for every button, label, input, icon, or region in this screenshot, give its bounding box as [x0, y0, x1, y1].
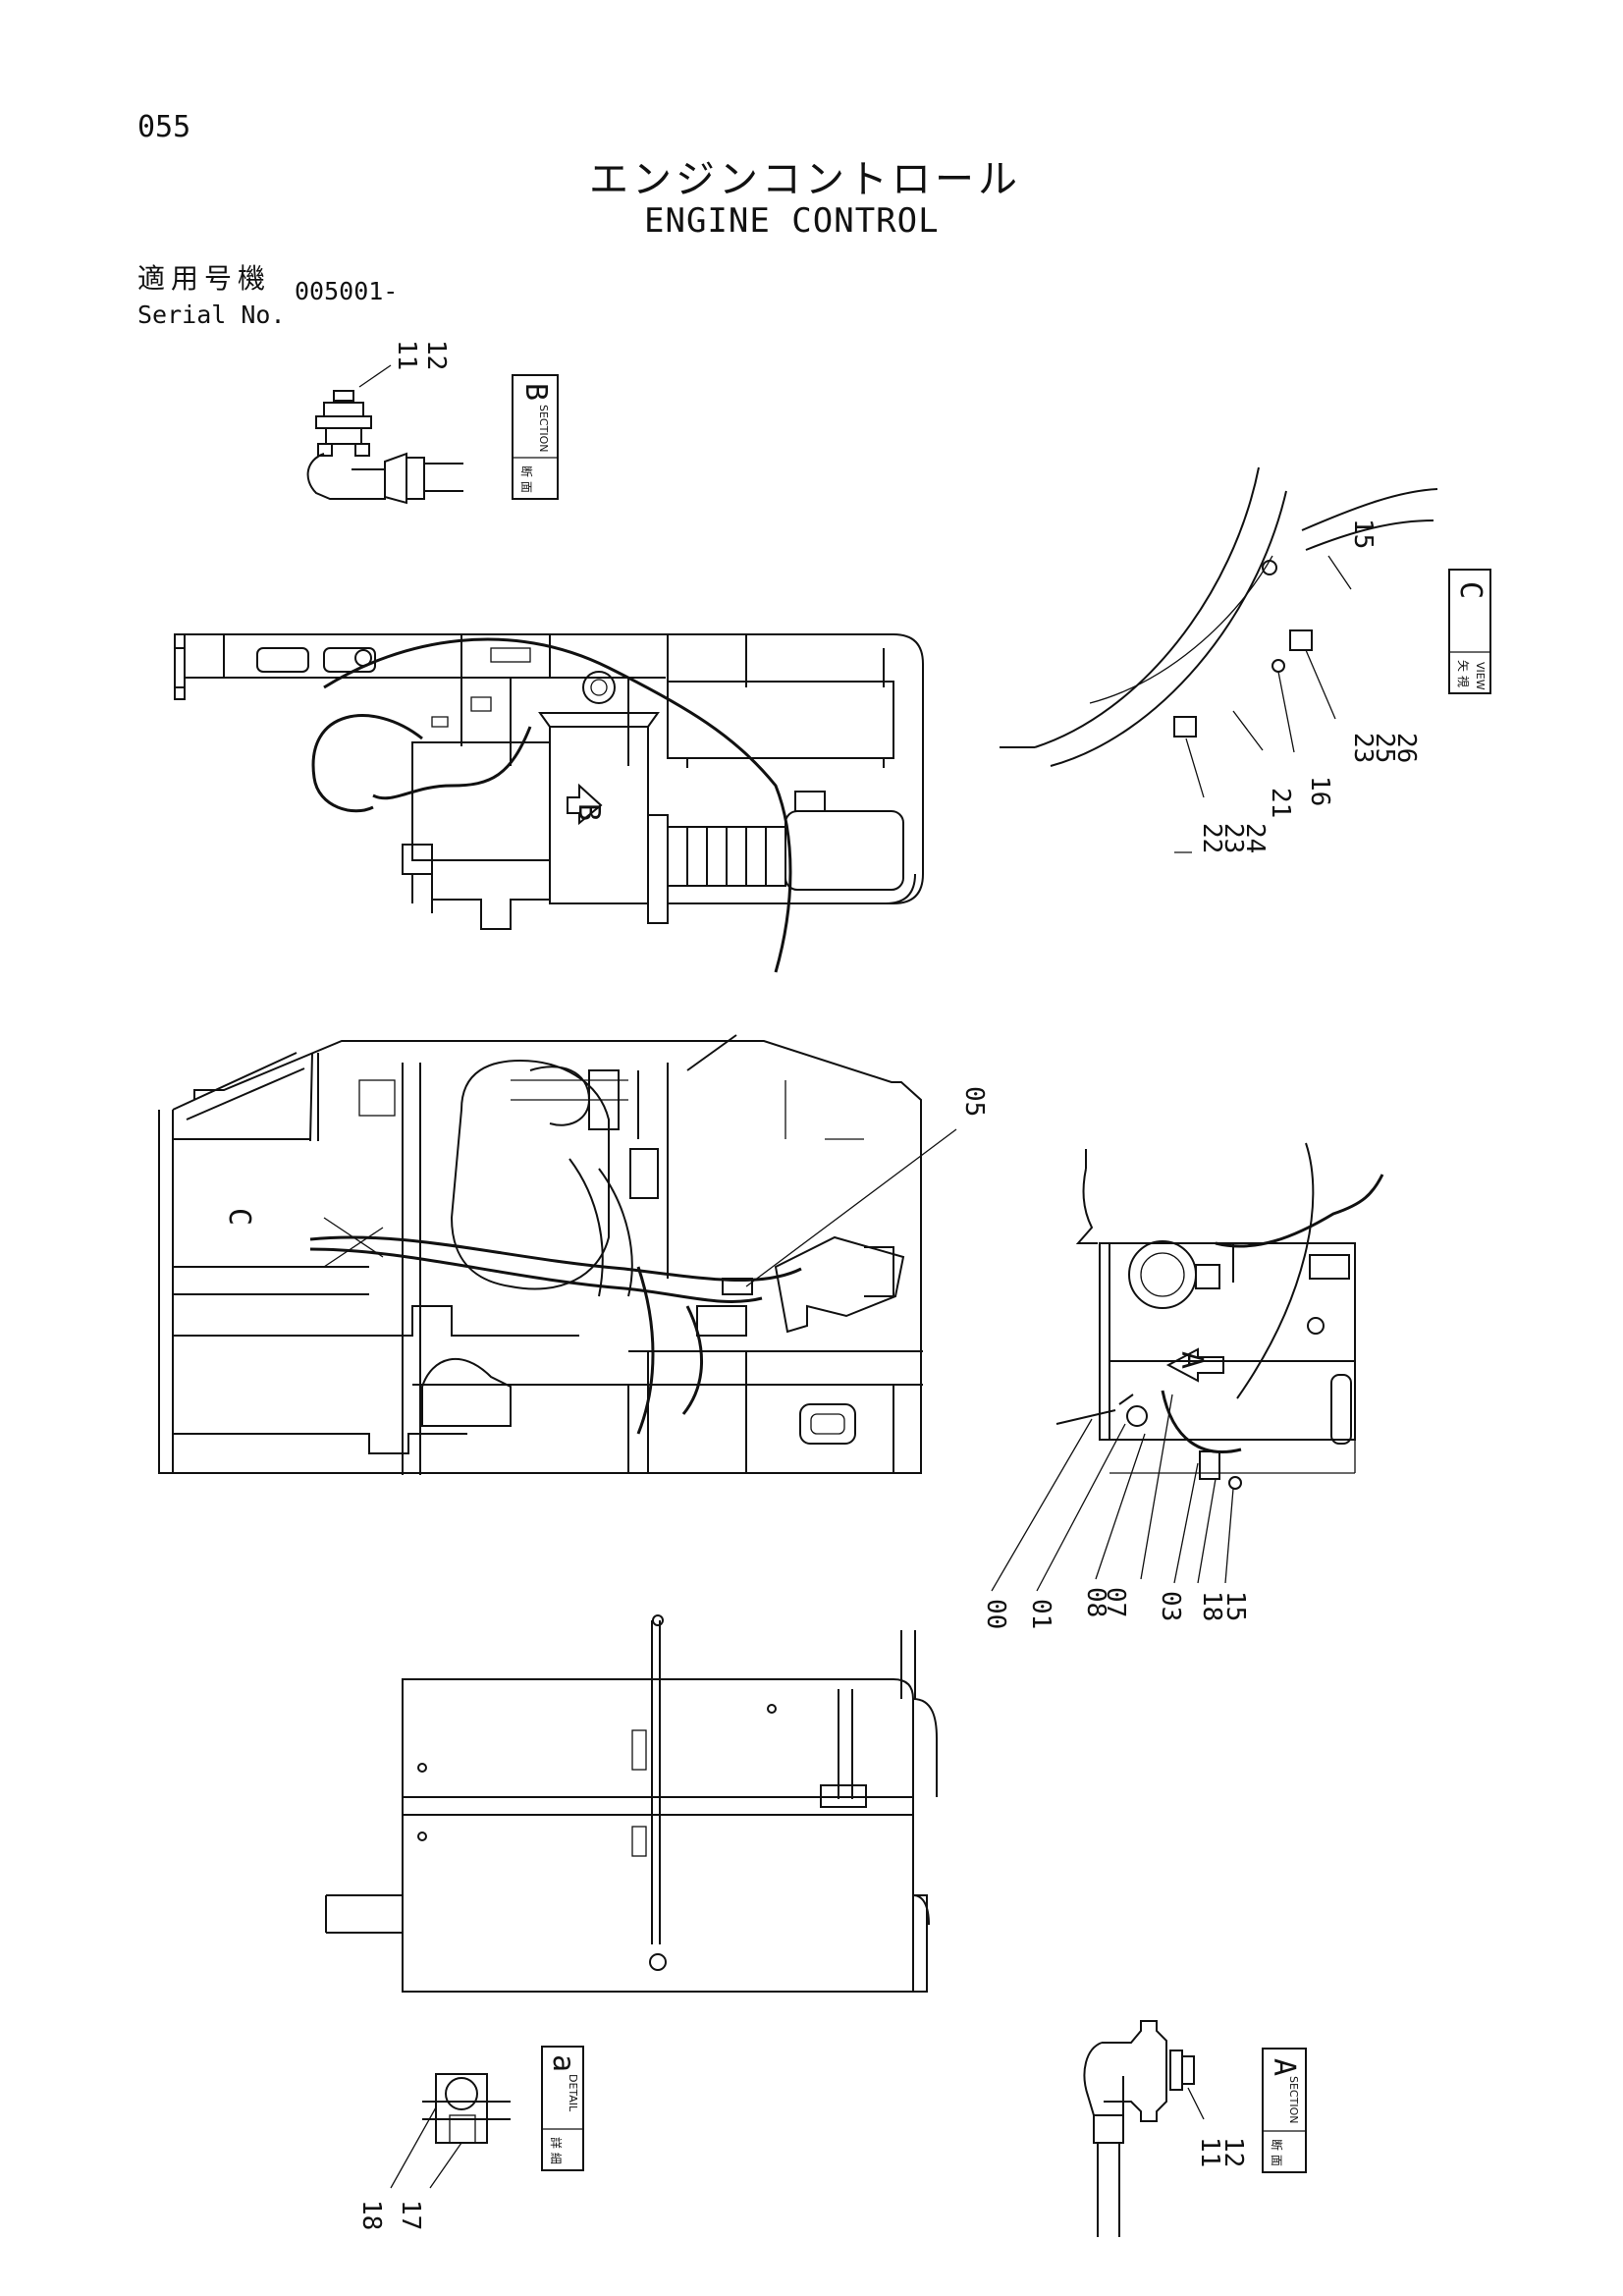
svg-text:断 面: 断 面 [1270, 2139, 1284, 2166]
svg-text:断 面: 断 面 [519, 465, 534, 493]
section-a-detail [1083, 2020, 1205, 2237]
page-title-english: ENGINE CONTROL [644, 201, 940, 241]
callout-vc-21: 21 [1266, 788, 1295, 818]
callout-vc-24: 24 [1240, 823, 1270, 853]
callout-sb-12: 12 [421, 340, 451, 370]
arrow-c-label: C [222, 1208, 256, 1226]
svg-text:詳 細: 詳 細 [549, 2137, 564, 2164]
callout-r-00: 00 [981, 1599, 1010, 1629]
callout-r-18: 18 [1197, 1591, 1226, 1621]
callout-r-03: 03 [1156, 1591, 1185, 1621]
view-c-tag: 矢 視 VIEW C [1448, 569, 1491, 694]
svg-text:DETAIL: DETAIL [567, 2074, 579, 2112]
arrow-a-label: A [1174, 1351, 1209, 1369]
callout-r-15: 15 [1220, 1591, 1250, 1621]
callout-vc-26: 26 [1391, 733, 1421, 763]
callout-vc-22: 22 [1197, 823, 1226, 853]
view-c-detail [1000, 466, 1438, 853]
detail-a-tag: 詳 細 DETAIL a [541, 2046, 584, 2171]
callout-sa-11: 11 [1195, 2137, 1224, 2167]
callout-vc-15: 15 [1348, 519, 1378, 549]
serial-label-japanese: 適用号機 [137, 262, 272, 295]
svg-text:B: B [518, 383, 553, 401]
section-b-detail [306, 364, 463, 505]
right-side-detail [991, 1142, 1384, 1592]
detail-a [390, 2073, 511, 2189]
svg-text:a: a [546, 2054, 580, 2072]
page-number: 055 [137, 110, 191, 144]
arrow-b-label: B [571, 803, 606, 821]
svg-text:A: A [1267, 2058, 1301, 2076]
machine-side-view [158, 1034, 957, 1475]
svg-text:VIEW: VIEW [1474, 662, 1487, 690]
lower-view [325, 1614, 938, 1993]
callout-vc-23b: 23 [1218, 823, 1248, 853]
serial-number-value: 005001- [295, 277, 399, 305]
callout-vc-16: 16 [1305, 776, 1334, 806]
callout-p-05: 05 [959, 1086, 989, 1117]
engine-compartment-top-view [174, 633, 924, 973]
callout-d-18: 18 [356, 2200, 386, 2230]
callout-r-01: 01 [1026, 1599, 1055, 1629]
page-title-japanese: エンジンコントロール [589, 157, 1021, 202]
callout-vc-23a: 23 [1348, 733, 1378, 763]
callout-vc-25: 25 [1370, 733, 1399, 763]
section-b-tag: 断 面 SECTION B [512, 374, 559, 500]
section-a-tag: 断 面 SECTION A [1262, 2048, 1307, 2173]
serial-label-english: Serial No. [137, 301, 286, 329]
svg-text:SECTION: SECTION [1287, 2076, 1300, 2123]
callout-sb-11: 11 [392, 340, 421, 370]
svg-text:C: C [1453, 581, 1488, 599]
svg-text:SECTION: SECTION [537, 405, 550, 452]
svg-text:矢 視: 矢 視 [1456, 660, 1471, 687]
callout-sa-12: 12 [1218, 2137, 1248, 2167]
callout-r-08: 08 [1081, 1587, 1110, 1617]
callout-d-17: 17 [396, 2200, 425, 2230]
callout-r-07: 07 [1101, 1587, 1130, 1617]
